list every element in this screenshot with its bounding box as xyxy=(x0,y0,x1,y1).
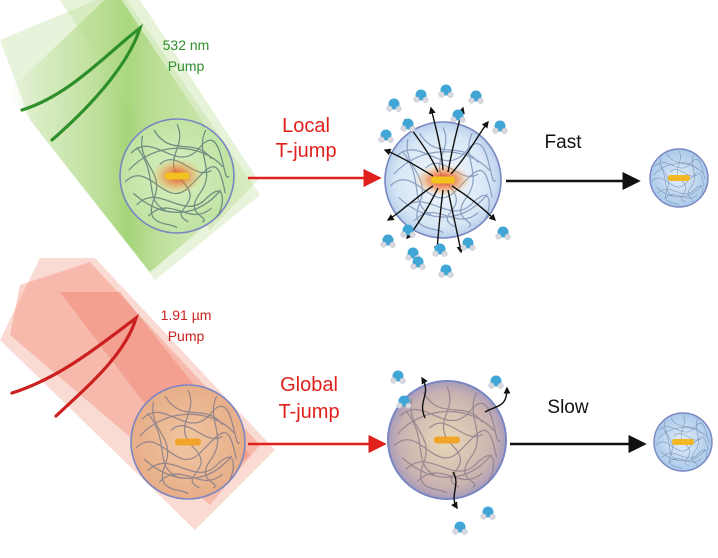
bottom-pump-label: Pump xyxy=(168,328,205,344)
top-middle-nanorod xyxy=(431,176,455,184)
bottom-laser-beam xyxy=(0,258,275,530)
fast-label: Fast xyxy=(545,132,583,153)
top-initial-nanorod xyxy=(165,172,189,180)
bottom-initial-nanorod xyxy=(175,438,201,446)
bottom-collapsed-microgel xyxy=(653,412,713,472)
local-label-line2: T-jump xyxy=(275,140,336,162)
bottom-pump-wavelength: 1.91 µm xyxy=(161,307,212,323)
top-panel: 532 nm Pump Local T-jump xyxy=(0,0,709,280)
global-label-line1: Global xyxy=(280,374,338,396)
bottom-initial-microgel xyxy=(130,384,246,500)
top-final-nanorod xyxy=(668,175,690,181)
top-collapsed-microgel xyxy=(649,148,709,208)
bottom-final-nanorod xyxy=(672,439,694,445)
bottom-pump-pulse xyxy=(10,313,139,418)
local-label-line1: Local xyxy=(282,115,330,137)
top-pump-wavelength: 532 nm xyxy=(163,37,210,53)
bottom-middle-nanorod xyxy=(434,436,460,444)
slow-label: Slow xyxy=(547,397,588,418)
global-label-line2: T-jump xyxy=(278,401,339,423)
bottom-panel: 1.91 µm Pump Global T-jump xyxy=(0,258,713,535)
bottom-water-flow-arrows xyxy=(421,376,511,510)
top-pump-label: Pump xyxy=(168,58,205,74)
top-initial-microgel xyxy=(119,118,235,234)
top-pump-pulse xyxy=(20,23,144,142)
bottom-heated-microgel xyxy=(387,376,511,510)
